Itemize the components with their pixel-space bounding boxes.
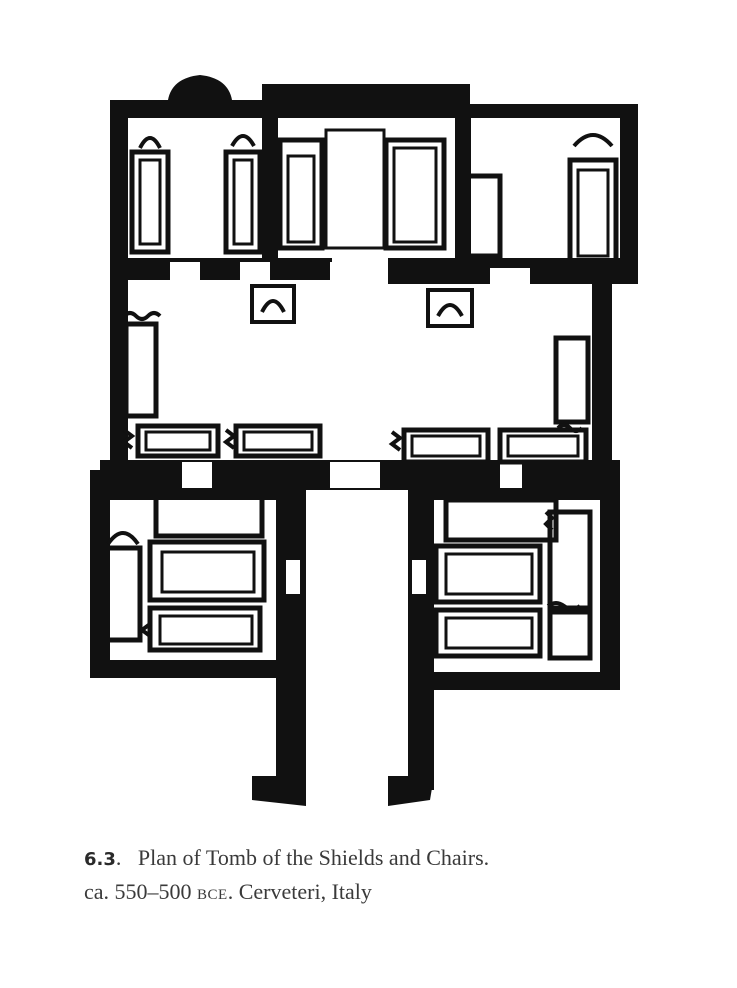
- lower-left-bench-2: [147, 539, 267, 603]
- lower-right-bench-3: [433, 607, 543, 659]
- figure-era: BCE: [197, 887, 228, 903]
- lower-left-bench-3: [147, 605, 263, 653]
- figure-location: . Cerveteri, Italy: [227, 879, 372, 904]
- chair-right: [426, 288, 474, 328]
- chair-left: [250, 284, 296, 324]
- left-back-chamber-floor-wall: [110, 258, 332, 280]
- lower-right-bench-2: [433, 543, 543, 605]
- figure-date: ca. 550–500: [84, 879, 192, 904]
- caption-line-1: 6.3. Plan of Tomb of the Shields and Cha…: [84, 845, 490, 870]
- lower-left-bench-1: [153, 493, 265, 539]
- figure-caption: 6.3. Plan of Tomb of the Shields and Cha…: [84, 842, 684, 911]
- lower-right-bottom-wall: [408, 672, 620, 690]
- lower-left-bottom-wall: [90, 660, 306, 678]
- dromos-right-wall: [408, 490, 434, 790]
- right-outer-wall: [620, 104, 638, 284]
- bench-back-center-1: [277, 137, 325, 251]
- bench-back-right-2: [567, 157, 619, 267]
- hall-bench-right: [553, 335, 591, 425]
- hall-front-bench-3: [401, 427, 491, 465]
- bench-back-left-2: [223, 149, 263, 255]
- bench-back-right-1: [465, 173, 503, 259]
- upper-back-wall: [110, 75, 638, 118]
- dromos-left-wall: [276, 490, 306, 790]
- hall-front-bench-4: [497, 427, 589, 465]
- hall-front-bench-1: [135, 423, 221, 459]
- hall-bench-left: [123, 321, 159, 419]
- lower-right-outer-wall: [600, 474, 620, 690]
- bench-back-center-2: [383, 137, 447, 251]
- hall-front-bench-2: [233, 423, 323, 459]
- lower-right-bench-1: [443, 497, 559, 543]
- bench-back-left-1: [129, 149, 171, 255]
- figure-number: 6.3: [84, 849, 116, 870]
- lower-left-side-bench: [103, 545, 143, 643]
- caption-line-2: ca. 550–500 BCE. Cerveteri, Italy: [84, 876, 684, 911]
- right-outer-wall-lower: [592, 284, 612, 474]
- back-chamber-divider-1: [262, 100, 278, 270]
- figure-title: Plan of Tomb of the Shields and Chairs.: [137, 845, 490, 870]
